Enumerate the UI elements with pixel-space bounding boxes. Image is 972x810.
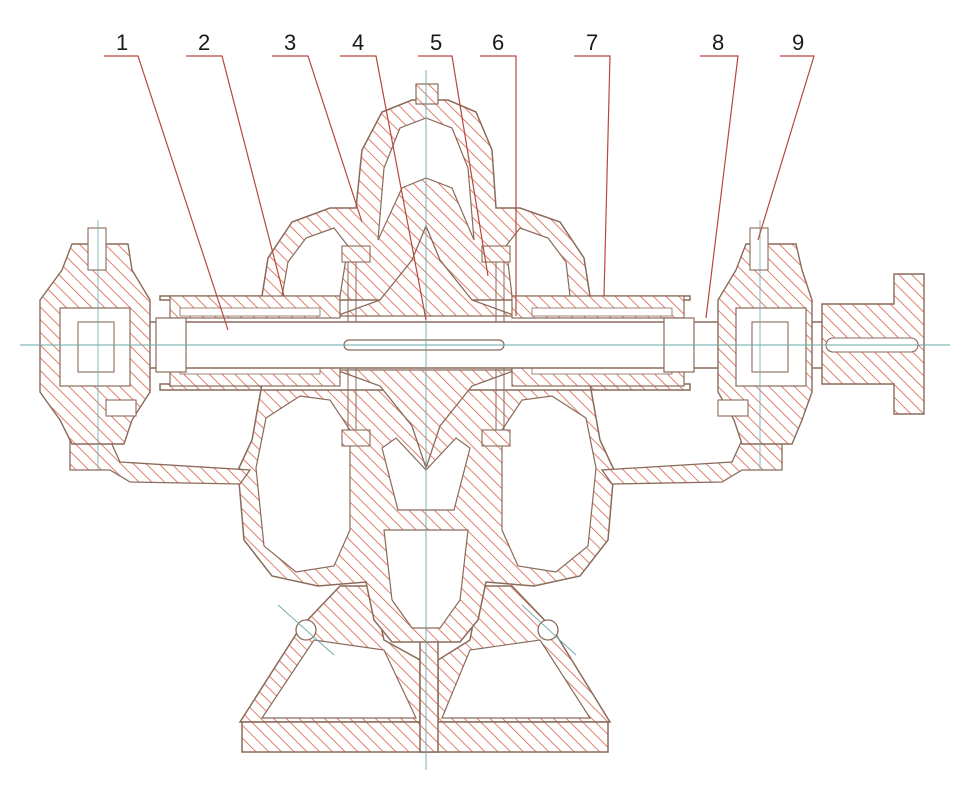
callout-1: 1 [116,30,128,55]
pump-base [238,585,612,753]
left-bearing-housing [39,227,151,445]
bearing-bolt-right [749,227,769,271]
callout-9: 9 [792,30,804,55]
bearing-bolt-left [87,227,107,271]
callout-2: 2 [198,30,210,55]
vent-plug [415,83,439,105]
callout-6: 6 [492,30,504,55]
callout-5: 5 [430,30,442,55]
coupling-half [821,273,925,415]
callout-7: 7 [586,30,598,55]
callout-3: 3 [284,30,296,55]
right-bearing-housing [717,227,813,445]
callout-8: 8 [712,30,724,55]
shaft-sleeves-and-packing [169,295,685,387]
callout-leaders [104,55,815,331]
volute-casing [69,83,783,643]
callout-labels: 1 2 3 4 5 6 7 8 9 [116,30,804,55]
center-lines [20,70,950,770]
callout-4: 4 [352,30,364,55]
